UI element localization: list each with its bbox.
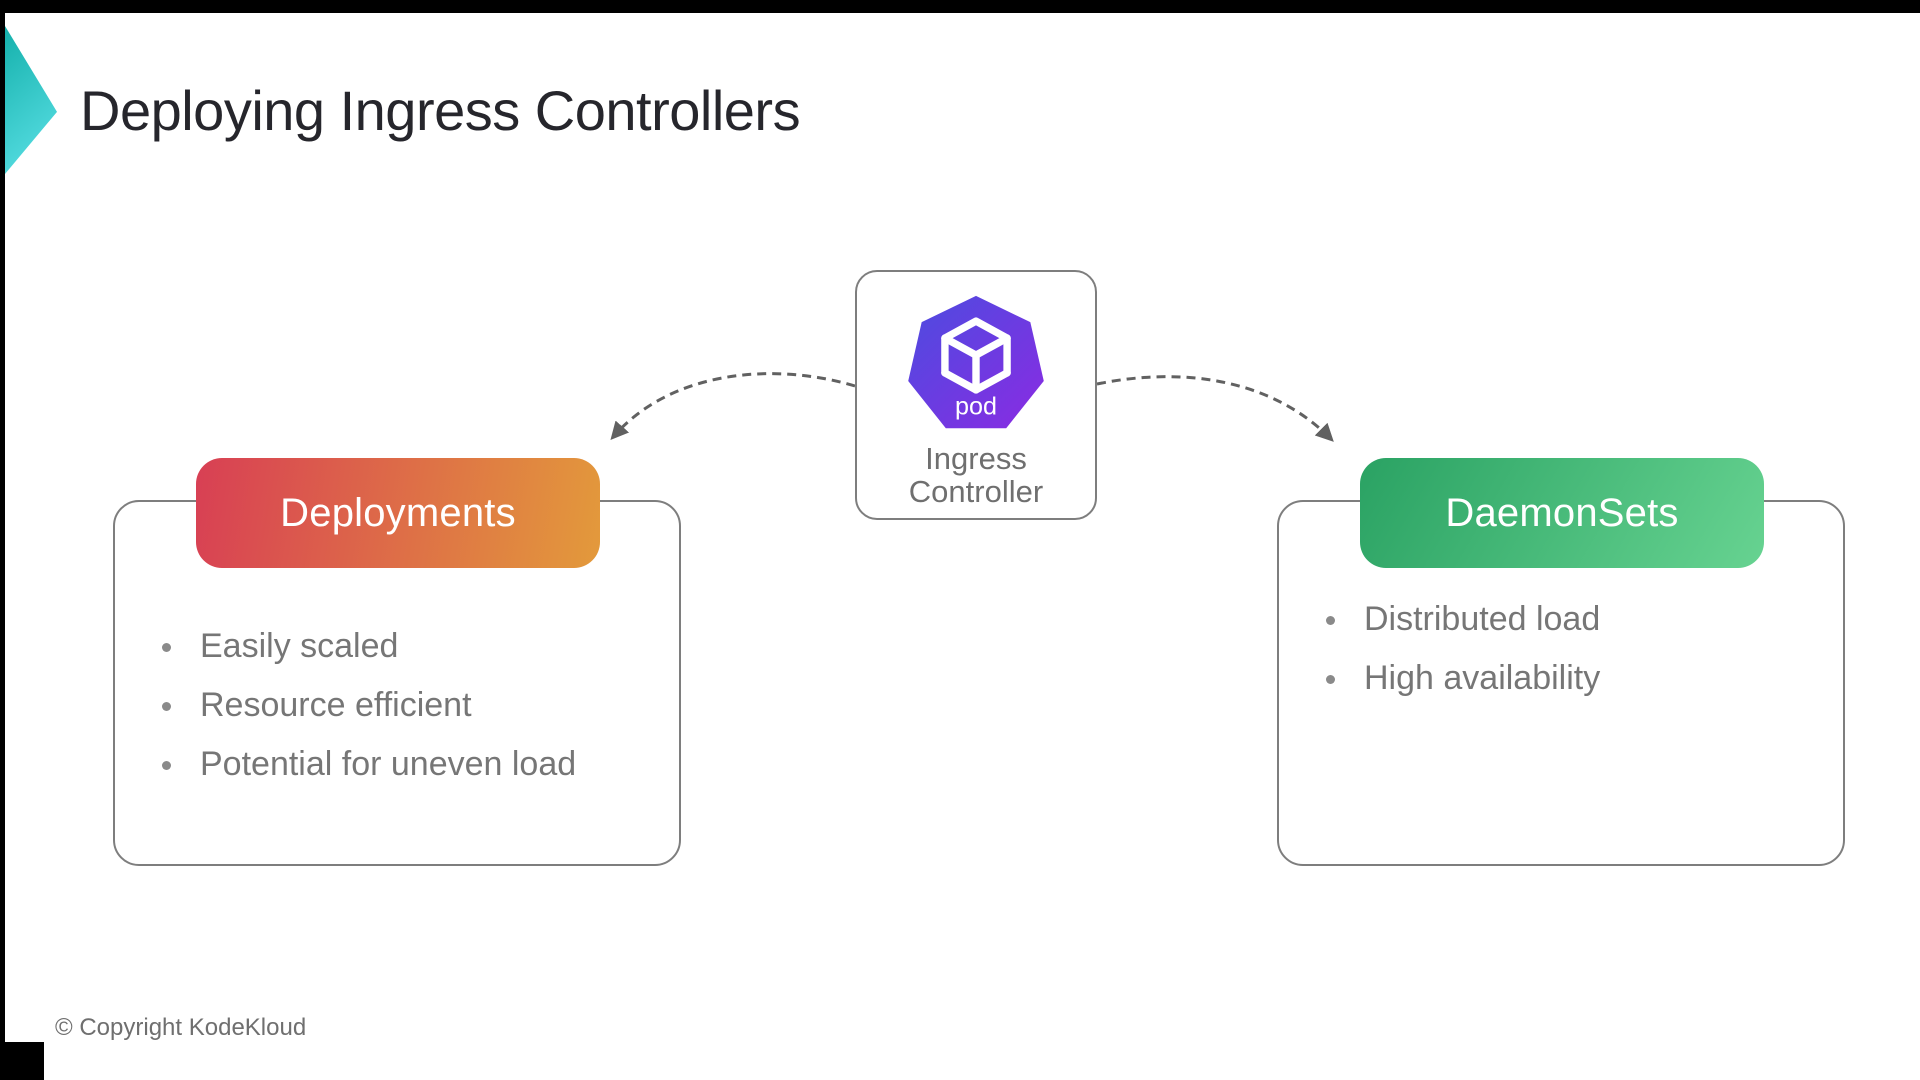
deployments-card: Deployments Easily scaled Resource effic… (113, 458, 681, 866)
letterbox-top-bar (0, 0, 1920, 13)
deployments-bullet-list: Easily scaled Resource efficient Potenti… (160, 617, 659, 794)
deployments-header: Deployments (196, 458, 600, 568)
arrow-to-deployments (610, 372, 856, 441)
bullet-item: Easily scaled (160, 617, 659, 676)
pod-label: pod (955, 392, 997, 420)
letterbox-corner-block (0, 1042, 44, 1080)
copyright-notice: © Copyright KodeKloud (55, 1014, 307, 1041)
kubernetes-pod-icon: pod (908, 295, 1044, 429)
bullet-item: Resource efficient (160, 676, 659, 735)
ingress-controller-node: pod Ingress Controller (855, 270, 1097, 520)
daemonsets-header: DaemonSets (1360, 458, 1764, 568)
bullet-item: High availability (1324, 649, 1823, 708)
arrow-to-daemonsets (1096, 375, 1334, 442)
bullet-item: Potential for uneven load (160, 735, 659, 794)
slide-title: Deploying Ingress Controllers (80, 79, 801, 142)
daemonsets-bullet-list: Distributed load High availability (1324, 590, 1823, 708)
letterbox-left-bar (0, 0, 5, 1080)
bullet-item: Distributed load (1324, 590, 1823, 649)
daemonsets-card: DaemonSets Distributed load High availab… (1277, 458, 1845, 866)
ingress-controller-label: Ingress Controller (857, 442, 1095, 509)
node-label-line1: Ingress (925, 441, 1027, 476)
node-label-line2: Controller (908, 474, 1044, 510)
kodekloud-chevron-icon (5, 26, 57, 174)
cube-icon (941, 317, 1011, 394)
